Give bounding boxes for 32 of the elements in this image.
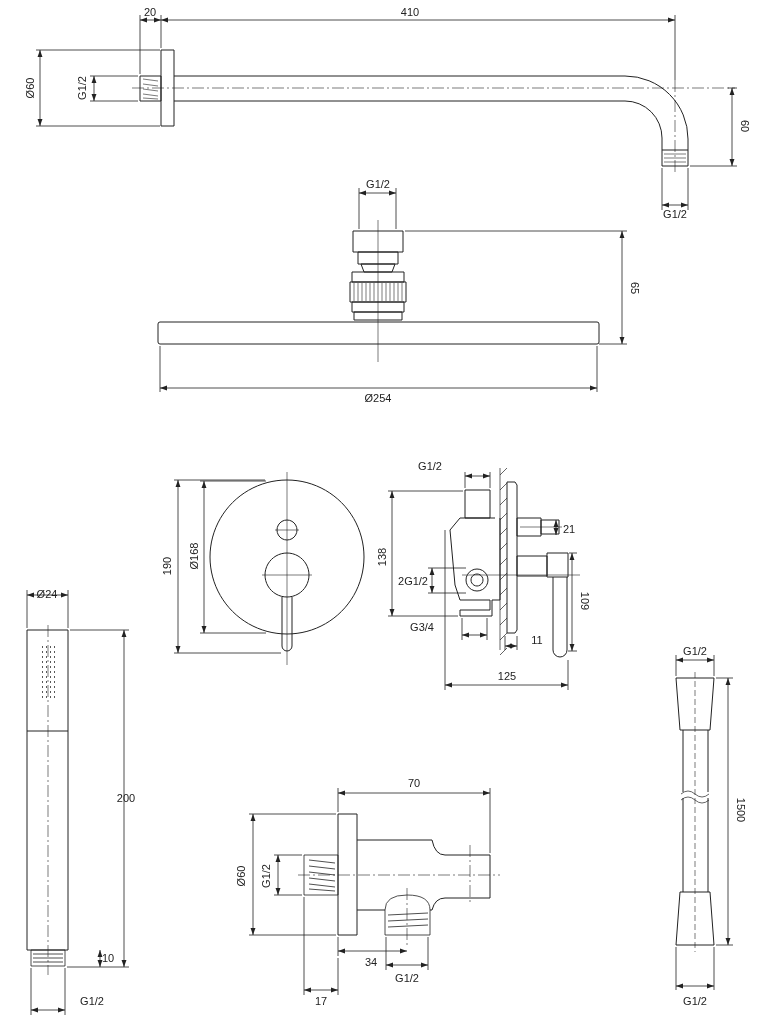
dimension-label: G1/2 bbox=[683, 644, 707, 658]
dimension-label: G1/2 bbox=[259, 864, 273, 888]
dimension-label: 34 bbox=[364, 955, 378, 969]
dimension-label: G1/2 bbox=[395, 971, 419, 985]
dimension-label: 60 bbox=[737, 119, 751, 133]
dimension-label: 10 bbox=[101, 951, 115, 965]
dimension-label: G1/2 bbox=[80, 994, 104, 1008]
dimension-label: 70 bbox=[407, 776, 421, 790]
dimension-label: 11 bbox=[531, 633, 543, 647]
dimension-label: 138 bbox=[375, 547, 389, 567]
dimension-label: 17 bbox=[314, 994, 328, 1008]
dimension-label: G3/4 bbox=[410, 620, 434, 634]
dimension-label: 20 bbox=[143, 5, 157, 19]
dimension-label: Ø60 bbox=[23, 77, 37, 99]
dimension-label: 125 bbox=[497, 669, 517, 683]
dimension-label: Ø168 bbox=[187, 542, 201, 570]
dimension-label: G1/2 bbox=[366, 177, 390, 191]
dimension-label: 1500 bbox=[733, 797, 747, 823]
dimension-label: Ø24 bbox=[36, 587, 58, 601]
dimension-label: 410 bbox=[400, 5, 420, 19]
dimension-label: 65 bbox=[627, 281, 641, 295]
dimension-label: 200 bbox=[116, 791, 136, 805]
dimension-label: G1/2 bbox=[683, 994, 707, 1008]
dimension-label: G1/2 bbox=[663, 207, 687, 221]
dimension-label: G1/2 bbox=[75, 76, 89, 100]
dimension-label: Ø254 bbox=[364, 391, 392, 405]
dimension-label: 109 bbox=[577, 591, 591, 611]
dimension-label: 2G1/2 bbox=[398, 574, 428, 588]
dimension-label: Ø60 bbox=[234, 865, 248, 887]
dimension-label: 21 bbox=[562, 522, 576, 536]
dimension-label: 190 bbox=[160, 556, 174, 576]
dimension-label: G1/2 bbox=[418, 459, 442, 473]
